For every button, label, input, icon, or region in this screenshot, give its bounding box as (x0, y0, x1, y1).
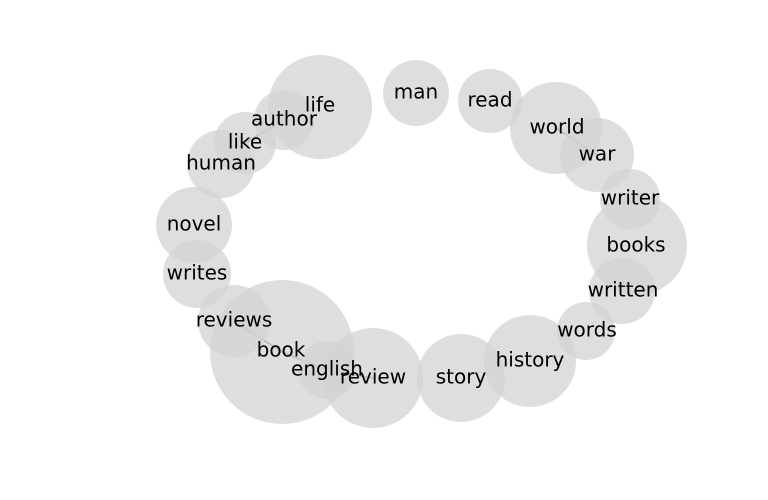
node-label-story: story (436, 365, 487, 389)
node-bubble-human (187, 130, 255, 198)
node-bubble-writes (163, 240, 231, 308)
node-label-like: like (228, 130, 262, 154)
node-label-book: book (257, 338, 306, 362)
node-label-review: review (340, 365, 406, 389)
node-label-read: read (467, 88, 512, 112)
node-label-books: books (606, 233, 665, 257)
node-label-war: war (579, 142, 617, 166)
node-label-novel: novel (167, 212, 222, 236)
node-label-writes: writes (167, 261, 228, 285)
node-label-writer: writer (601, 186, 660, 210)
node-bubble-words (557, 302, 615, 360)
node-bubble-read (458, 69, 522, 133)
node-label-english: english (291, 357, 363, 381)
node-bubble-world (510, 82, 602, 174)
node-bubble-story (417, 334, 505, 422)
node-label-life: life (305, 93, 335, 117)
node-label-written: written (588, 278, 659, 302)
node-label-history: history (496, 348, 565, 372)
node-bubble-history (484, 315, 576, 407)
node-label-world: world (529, 115, 584, 139)
node-label-words: words (557, 318, 617, 342)
node-label-man: man (394, 80, 438, 104)
node-bubble-man (383, 60, 449, 126)
node-label-reviews: reviews (196, 308, 273, 332)
node-label-author: author (251, 107, 318, 131)
nodes-layer (156, 55, 687, 428)
node-bubble-review (323, 328, 423, 428)
node-label-human: human (186, 151, 256, 175)
